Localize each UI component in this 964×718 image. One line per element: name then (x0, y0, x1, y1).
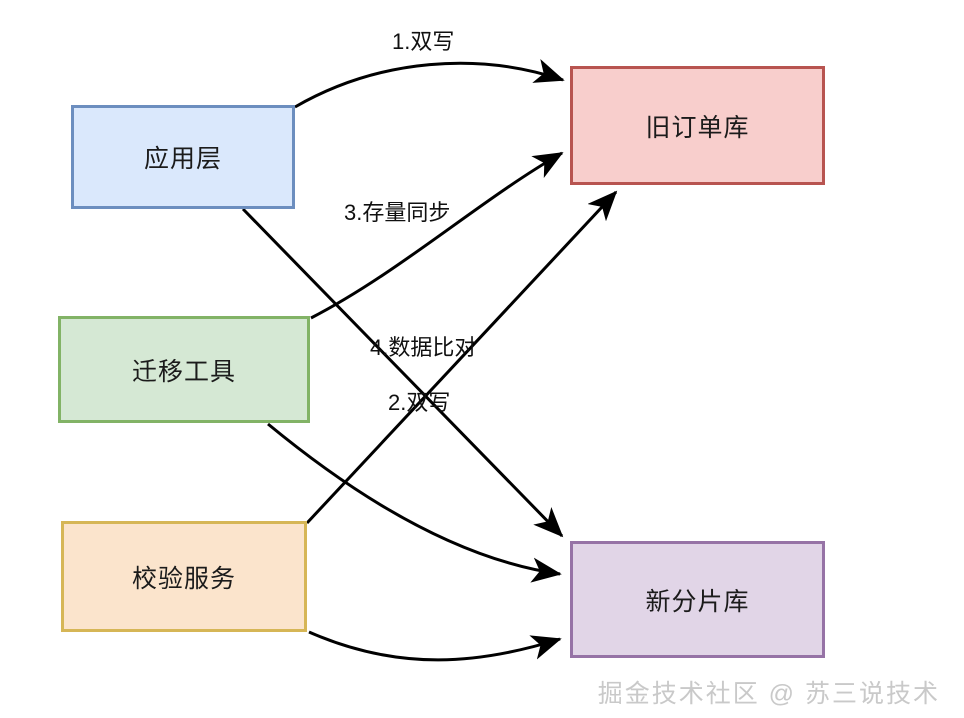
node-label: 校验服务 (131, 564, 236, 593)
node-label: 旧订单库 (645, 113, 750, 142)
node-migration-tool[interactable]: 迁移工具 (58, 316, 310, 423)
edge-edge-2 (241, 207, 564, 538)
watermark-text: 掘金技术社区 @ 苏三说技术 (597, 680, 940, 708)
edge-path-group (241, 59, 618, 662)
node-new-shard-db[interactable]: 新分片库 (570, 541, 825, 658)
edge-edge-6 (308, 630, 562, 662)
node-old-order-db[interactable]: 旧订单库 (570, 66, 825, 185)
node-label: 应用层 (143, 145, 222, 173)
edge-label-2: 2.双写 (388, 390, 451, 415)
node-label: 新分片库 (645, 587, 750, 616)
edge-label-1: 1.双写 (392, 29, 455, 54)
edge-edge-1 (294, 59, 565, 109)
edge-edge-5 (267, 422, 562, 583)
node-label: 迁移工具 (131, 357, 236, 386)
edge-edge-3 (310, 151, 564, 320)
edge-edge-4 (305, 190, 618, 525)
node-verify-service[interactable]: 校验服务 (61, 521, 307, 632)
node-app-layer[interactable]: 应用层 (71, 105, 295, 209)
edge-label-3: 3.存量同步 (344, 200, 451, 225)
edge-label-4: 4.数据比对 (370, 335, 477, 360)
